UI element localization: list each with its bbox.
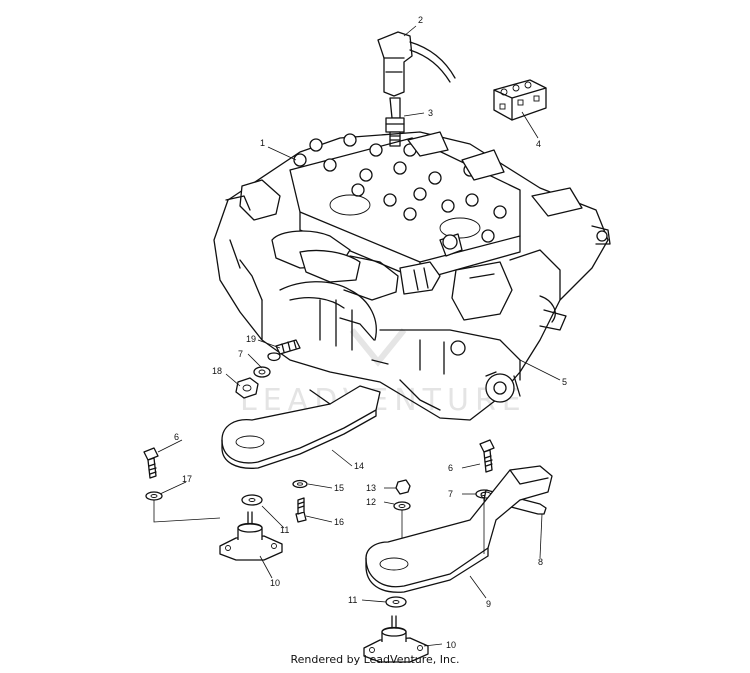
callout-13: 13 bbox=[366, 483, 376, 493]
callout-8: 8 bbox=[538, 557, 543, 567]
callout-3: 3 bbox=[428, 108, 433, 118]
callout-11: 11 bbox=[280, 525, 289, 535]
engine-assembly bbox=[213, 131, 611, 421]
render-credit: Rendered by LeadVenture, Inc. bbox=[290, 653, 460, 666]
callout-5: 5 bbox=[562, 377, 567, 387]
spark-plug bbox=[385, 97, 405, 147]
callout-7: 7 bbox=[238, 349, 243, 359]
watermark-logo: LEADVENTURE bbox=[240, 328, 527, 418]
spark-plug-cap bbox=[377, 31, 456, 97]
leader-lines bbox=[157, 25, 561, 647]
callout-6: 6 bbox=[174, 432, 179, 442]
callout-16: 16 bbox=[334, 517, 344, 527]
callout-10-right: 10 bbox=[446, 640, 456, 650]
callout-15: 15 bbox=[334, 483, 344, 493]
callout-9: 9 bbox=[486, 599, 491, 609]
callout-11-right: 11 bbox=[348, 595, 357, 605]
front-mount-hardware bbox=[235, 339, 301, 399]
head-bolts bbox=[293, 133, 507, 243]
svg-text:LEADVENTURE: LEADVENTURE bbox=[240, 383, 527, 418]
callout-14: 14 bbox=[354, 461, 364, 471]
callout-2: 2 bbox=[418, 15, 423, 25]
callout-10: 10 bbox=[270, 578, 280, 588]
left-isolator-stack bbox=[143, 447, 308, 561]
callout-labels: 2 3 4 1 5 19 7 18 6 17 14 15 16 11 10 6 … bbox=[174, 15, 567, 650]
callout-17: 17 bbox=[182, 474, 192, 484]
connector-block bbox=[493, 79, 547, 121]
front-mount-bracket bbox=[221, 385, 381, 469]
callout-1: 1 bbox=[260, 138, 265, 148]
rear-mount-assembly bbox=[363, 439, 553, 663]
callout-18: 18 bbox=[212, 366, 222, 376]
callout-4: 4 bbox=[536, 139, 541, 149]
callout-6-right: 6 bbox=[448, 463, 453, 473]
callout-12: 12 bbox=[366, 497, 376, 507]
callout-19: 19 bbox=[246, 334, 256, 344]
callout-7-right: 7 bbox=[448, 489, 453, 499]
